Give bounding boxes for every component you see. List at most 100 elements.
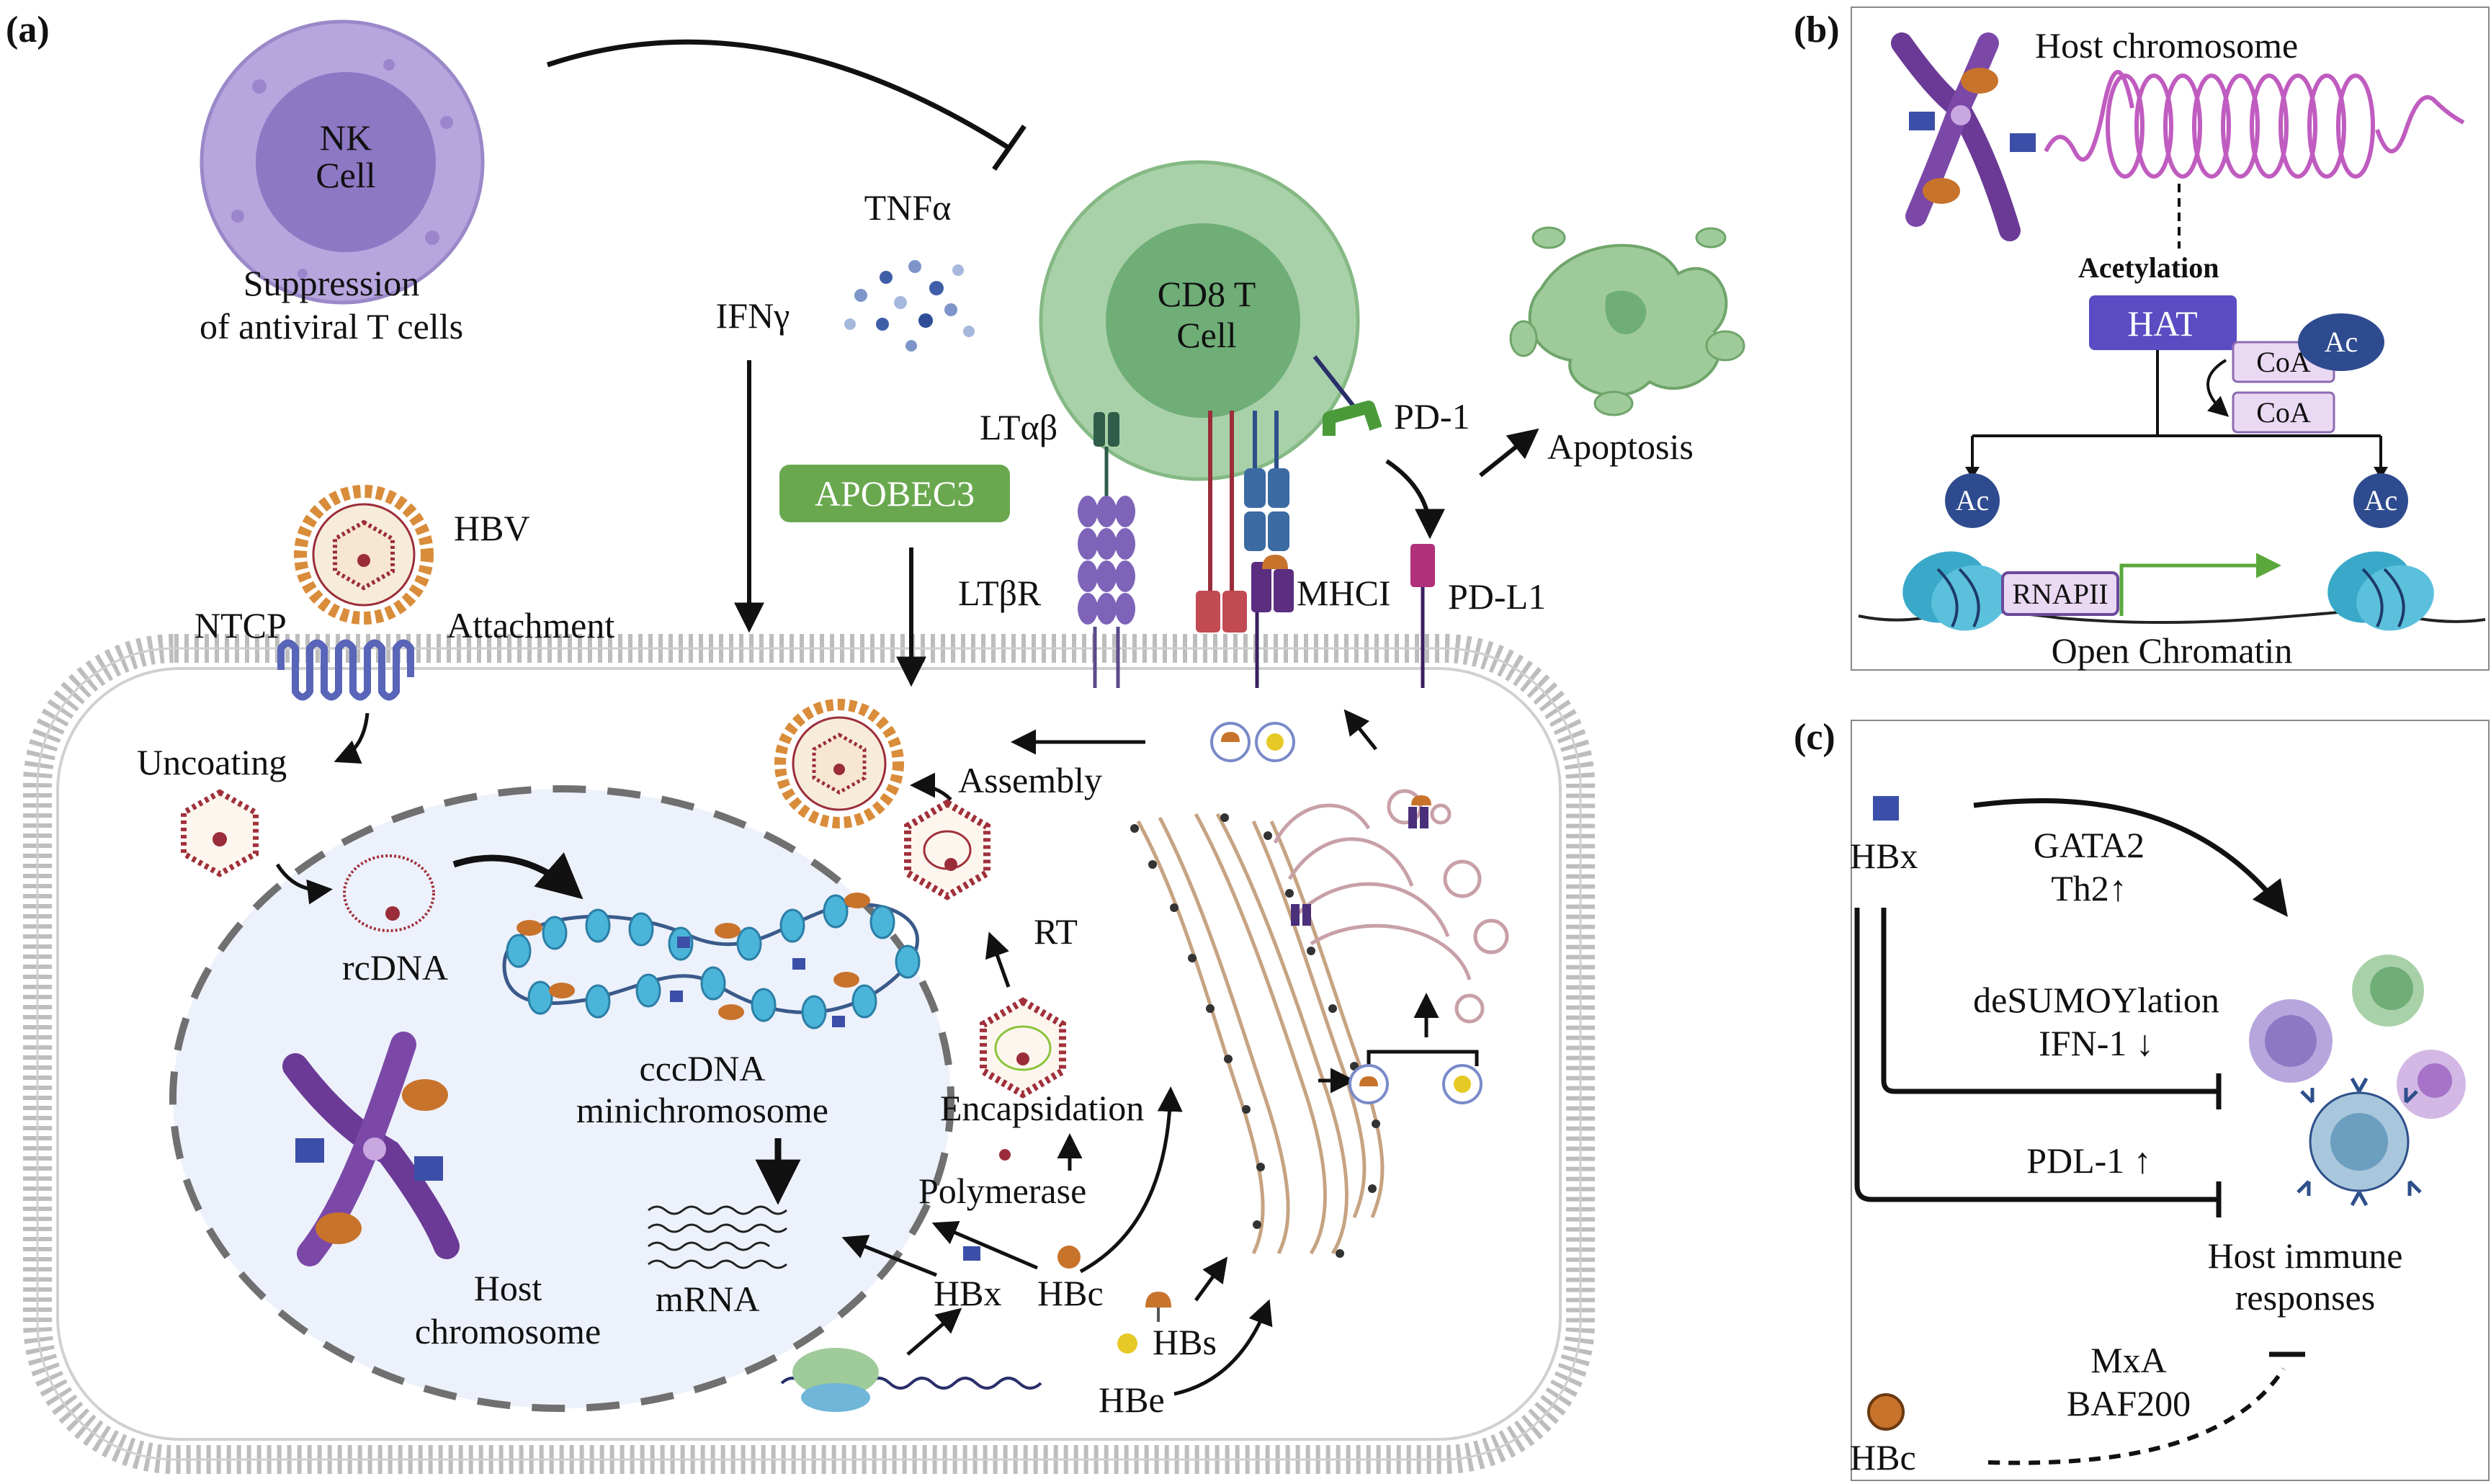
cd8-label-2: Cell xyxy=(1176,315,1236,355)
hbc-to-polymerase-arrow xyxy=(931,1220,1038,1270)
apobec3-label: APOBEC3 xyxy=(815,473,975,514)
ltbr-label: LTβR xyxy=(958,573,1042,613)
branch-arrowhead-left xyxy=(1965,467,1980,479)
transcription-start-arrow xyxy=(2119,553,2281,616)
cccdna-label-2: minichromosome xyxy=(576,1090,828,1130)
th2-label: Th2↑ xyxy=(2051,868,2127,908)
hbx-label-a: HBx xyxy=(934,1273,1001,1313)
attachment-label: Attachment xyxy=(447,605,614,645)
hbx-to-mrna-arrow xyxy=(841,1235,937,1277)
encapsidation-label: Encapsidation xyxy=(940,1088,1144,1128)
ltab-label: LTαβ xyxy=(980,407,1057,447)
hbx-to-immune-arrow xyxy=(1973,798,2288,917)
rcdna-to-cccdna-arrow xyxy=(452,852,583,900)
panel-a-label: (a) xyxy=(6,9,50,50)
apoptosis-label: Apoptosis xyxy=(1547,426,1694,467)
pdl1-inhibition xyxy=(1854,908,2219,1202)
endoplasmic-reticulum xyxy=(1136,813,1385,1255)
hat-label: HAT xyxy=(2127,303,2197,344)
suppression-label-1: Suppression xyxy=(243,263,419,303)
hbs-protein-a xyxy=(1145,1292,1171,1322)
ltbr-stalks xyxy=(1093,627,1120,688)
acetyl-coa: CoA Ac xyxy=(2232,313,2384,383)
hbe-circle-a xyxy=(1117,1333,1137,1354)
immune-cells xyxy=(2249,955,2466,1207)
polymerase-label: Polymerase xyxy=(918,1171,1086,1211)
cccdna-minichromosome xyxy=(502,893,921,1029)
cd8-label-1: CD8 T xyxy=(1158,274,1256,314)
suppression-label-2: of antiviral T cells xyxy=(200,306,463,347)
ac-label-top: Ac xyxy=(2325,326,2358,358)
hbc-circle-c xyxy=(1867,1393,1905,1431)
host-chromosome-nuclear xyxy=(282,1032,460,1266)
ifng-label: IFNγ xyxy=(716,295,790,336)
nuclear-chromosome-label-2: chromosome xyxy=(415,1311,601,1351)
pd1-label: PD-1 xyxy=(1394,396,1470,437)
cytokine-dots xyxy=(844,260,975,352)
nk-inhibition-arrow xyxy=(546,39,1027,171)
panel-b-host-chromosome-label: Host chromosome xyxy=(2035,25,2298,66)
mrna-label: mRNA xyxy=(656,1279,759,1319)
polymerase-dot xyxy=(999,1149,1011,1161)
open-chromatin-label: Open Chromatin xyxy=(2052,630,2293,671)
encapsidation-capsid xyxy=(980,997,1066,1099)
ltbr-receptor xyxy=(1078,496,1135,625)
hbe-label-a: HBe xyxy=(1099,1380,1165,1420)
hbv-virion xyxy=(294,485,434,625)
host-immune-label-1: Host immune xyxy=(2208,1235,2403,1276)
rcdna xyxy=(343,854,435,932)
hbc-to-encapsidation-arrow xyxy=(1079,1086,1183,1274)
panel-b-label: (b) xyxy=(1794,9,1840,50)
panel-b-chromosome xyxy=(1891,32,2036,241)
assembly-label: Assembly xyxy=(958,760,1102,800)
hbx-square-c xyxy=(1873,796,1899,821)
ltab-receptor xyxy=(1094,412,1119,497)
rnapii-label: RNAPII xyxy=(2012,578,2108,610)
mrna-strands xyxy=(648,1205,787,1269)
hbc-dashed-inhibition xyxy=(1987,1367,2286,1465)
mhc-in-golgi xyxy=(1291,795,1431,926)
cccdna-label-1: cccDNA xyxy=(640,1048,766,1089)
ntcp-transporter xyxy=(277,639,414,701)
apoptotic-cell xyxy=(1509,226,1745,416)
golgi-to-membrane-arrow xyxy=(1343,709,1377,751)
panel-b-chromatin-fiber xyxy=(2044,70,2465,179)
host-immune-label-2: responses xyxy=(2235,1277,2375,1318)
nk-cell-label-1: NK xyxy=(320,117,372,158)
branch-arrowhead-right xyxy=(2374,467,2388,479)
ac-badge-left: Ac xyxy=(1945,473,2000,528)
rt-capsid xyxy=(904,799,990,900)
secretion-vesicles xyxy=(1210,722,1295,762)
rt-arrow xyxy=(985,931,1011,988)
rcdna-label: rcDNA xyxy=(342,947,448,988)
tcr-stalks xyxy=(1196,411,1289,633)
rcdna-arrow xyxy=(275,863,333,905)
er-vesicles xyxy=(1349,1050,1482,1104)
apobec3-badge: APOBEC3 xyxy=(779,465,1010,522)
er-ribosomes xyxy=(1130,813,1380,1258)
apoptosis-arrow xyxy=(1479,428,1539,478)
pd1-pdl1-arrow xyxy=(1385,459,1445,540)
panel-b-branch-lines xyxy=(1971,350,2382,472)
hbc-circle-a xyxy=(1057,1246,1081,1269)
gata2-label: GATA2 xyxy=(2034,825,2145,865)
ac-label-right: Ac xyxy=(2364,484,2398,517)
ifn1-label: IFN-1 ↓ xyxy=(2039,1023,2154,1063)
ac-label-left: Ac xyxy=(1956,484,1990,517)
coa-release-arrow xyxy=(2206,359,2230,417)
hbe-arrow xyxy=(1173,1299,1273,1396)
golgi-apparatus xyxy=(1273,789,1509,1024)
nuclear-chromosome-label-1: Host xyxy=(474,1268,542,1308)
pdl1-label: PD-L1 xyxy=(1448,576,1546,617)
pd1-receptor xyxy=(1312,355,1382,436)
mhci-label: MHCI xyxy=(1297,573,1391,613)
hat-enzyme: HAT xyxy=(2089,295,2237,350)
acetylation-label: Acetylation xyxy=(2078,251,2219,284)
cd8-t-cell: CD8 T Cell xyxy=(1039,160,1360,481)
coa-free: CoA xyxy=(2232,391,2335,434)
rnapii-box: RNAPII xyxy=(2001,571,2119,616)
desumoylation-inhibition xyxy=(1881,908,2219,1094)
uncoating-label: Uncoating xyxy=(137,742,287,782)
mxa-label: MxA xyxy=(2090,1340,2167,1380)
